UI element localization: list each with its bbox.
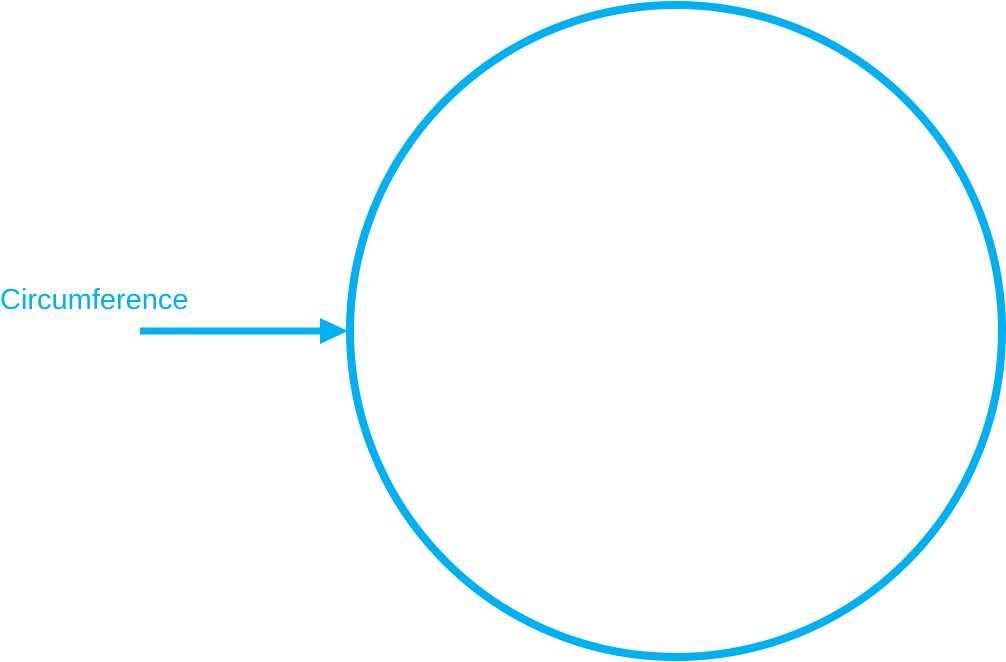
circumference-label: Circumference bbox=[0, 284, 189, 316]
circle bbox=[346, 1, 1006, 661]
arrow-head bbox=[320, 318, 348, 344]
